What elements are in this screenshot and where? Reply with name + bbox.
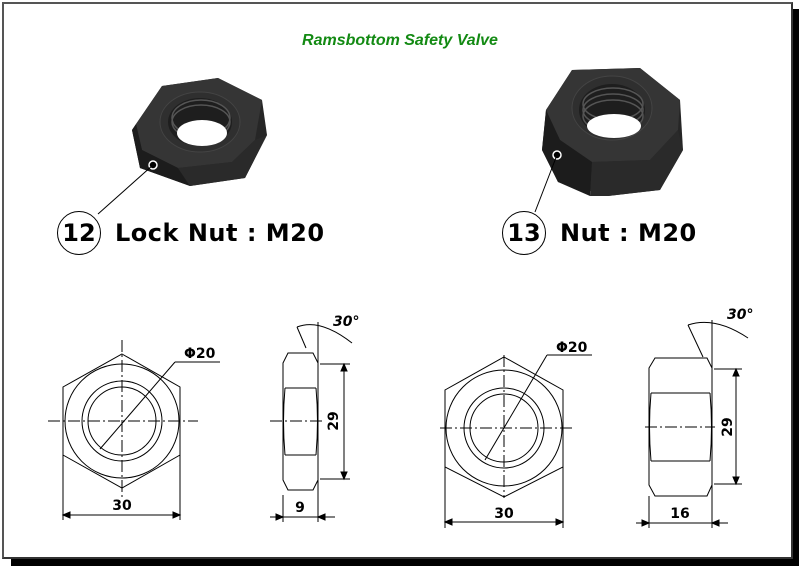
nut-front-view — [440, 354, 592, 528]
lock-nut-front-view — [48, 340, 220, 520]
nut-chamfer-angle: 30° — [727, 307, 753, 323]
lock-nut-thickness-dimension: 9 — [295, 500, 305, 516]
lock-nut-height-dimension: 29 — [326, 411, 342, 430]
callout-lock-nut: 12 Lock Nut : M20 — [57, 211, 325, 255]
lock-nut-side-view — [270, 322, 353, 522]
nut-thickness-dimension: 16 — [670, 506, 689, 522]
nut-3d-render — [534, 68, 683, 213]
drawing-title: Ramsbottom Safety Valve — [302, 32, 498, 49]
lock-nut-bore-dimension: Φ20 — [184, 346, 216, 362]
nut-across-flats-dimension: 30 — [494, 506, 514, 522]
lock-nut-3d-render — [97, 78, 267, 215]
lock-nut-chamfer-angle: 30° — [333, 314, 359, 330]
nut-bore-dimension: Φ20 — [556, 340, 588, 356]
lock-nut-across-flats-dimension: 30 — [112, 498, 132, 514]
frame-shadow-bottom — [11, 558, 799, 566]
part-number-balloon: 12 — [57, 211, 101, 255]
nut-side-view — [636, 320, 749, 528]
part-label: Lock Nut : M20 — [115, 219, 325, 247]
nut-height-dimension: 29 — [720, 417, 736, 436]
part-number-balloon: 13 — [502, 211, 546, 255]
part-label: Nut : M20 — [560, 219, 697, 247]
frame-shadow-right — [791, 9, 799, 566]
callout-nut: 13 Nut : M20 — [502, 211, 697, 255]
